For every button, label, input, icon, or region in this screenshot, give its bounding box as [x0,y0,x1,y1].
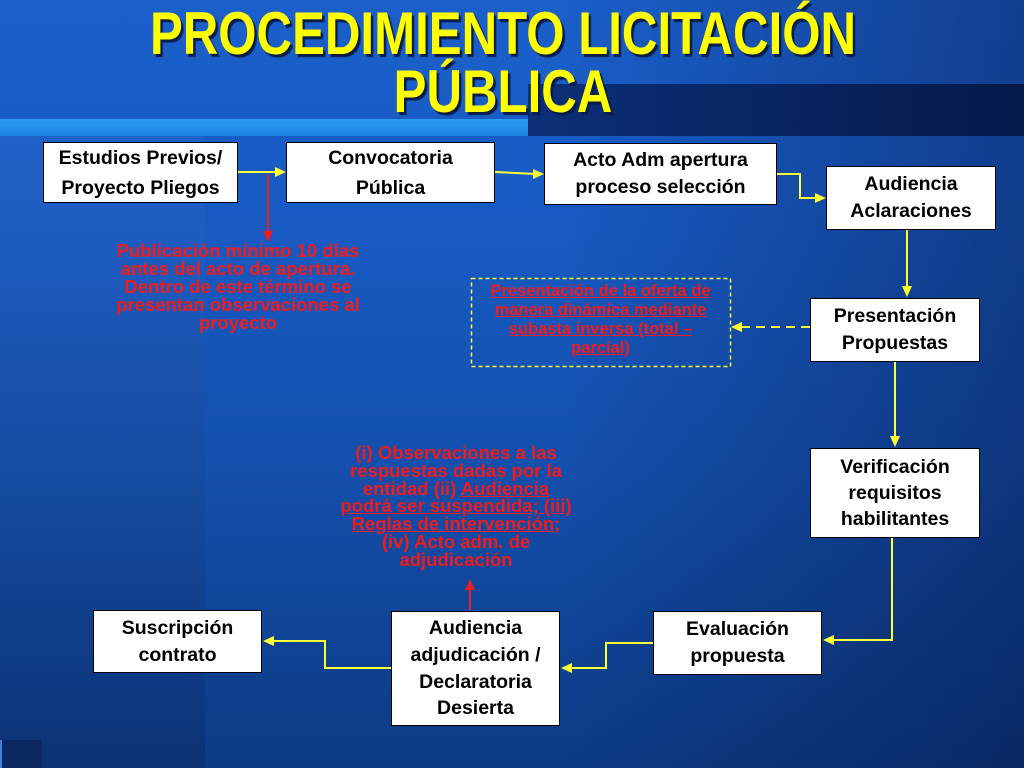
note-line: podrá ser suspendida; (iii) [316,495,596,517]
note-line: Dentro de este término se [124,276,352,297]
step-estudios-previos: Estudios Previos/ Proyecto Pliegos [43,142,238,203]
arrow-line [494,171,537,175]
slide-title-line: PROCEDIMIENTO LICITACIÓN [149,0,857,67]
step-convocatoria-publica: Convocatoria Pública [286,142,495,203]
step-label-line: Declaratoria [419,670,532,693]
step-label-line: adjudicación / [410,643,541,666]
note-subasta-frame [470,277,732,368]
note-line: Publicación mínimo 10 días [116,240,360,261]
note-line: presentan observaciones al [116,294,360,315]
step-audiencia-adjudicacion: Audiencia adjudicación / Declaratoria De… [391,611,560,726]
note-line: (i) Observaciones a las [316,442,596,463]
arrowhead [823,635,834,645]
note-line: entidad (ii) Audiencia [316,477,596,499]
note-text: (i) Observaciones a las [355,442,557,463]
step-acto-apertura: Acto Adm apertura proceso selección [544,143,777,205]
step-presentacion-propuestas: Presentación Propuestas [810,298,980,362]
arrowhead [533,169,544,179]
arrow-estudios-to-convocatoria [238,167,286,177]
arrow-presentacion-to-verificacion [890,362,900,447]
arrowhead [815,193,826,203]
note-text-underlined: podrá ser suspendida; (iii) [340,495,572,517]
note-text: respuestas dadas por la [350,459,562,481]
step-label-line: proceso selección [575,176,746,198]
note-text: (iv) Acto adm. de [381,530,531,552]
step-verificacion-requisitos: Verificación requisitos habilitantes [810,448,980,538]
arrow-adjudicacion-to-suscripcion [263,636,391,669]
step-evaluacion-propuesta: Evaluación propuesta [653,611,822,675]
note-line: proyecto [198,312,278,333]
step-label-line: contrato [138,643,217,666]
step-label-line: Audiencia [428,617,523,640]
note-text-underlined: Audiencia [460,477,550,499]
note-text-underlined: Reglas de intervención; [351,513,561,535]
note-line: respuestas dadas por la [316,459,596,481]
arrow-acto-to-audiencia [777,173,826,203]
arrowhead [263,636,274,646]
step-suscripcion-contrato: Suscripción contrato [93,610,262,673]
step-label-line: Acto Adm apertura [573,149,748,171]
note-line: antes del acto de apertura. [120,258,356,279]
arrow-line [777,173,818,199]
slide-title-line: PÚBLICA [393,58,613,125]
note-audiencia-adjudicacion: (i) Observaciones a las respuestas dadas… [316,442,596,570]
arrowhead [731,322,742,332]
step-label-line: Presentación [833,305,957,327]
step-label-line: requisitos [848,482,942,504]
step-label-line: Aclaraciones [850,200,972,222]
note-text: entidad (ii) [362,477,457,499]
step-label-line: Estudios Previos/ [58,146,223,169]
arrowhead [275,167,286,177]
step-label-line: propuesta [690,645,785,667]
arrow-line [831,538,893,641]
step-label-line: Suscripción [121,616,234,639]
arrowhead [263,231,273,242]
arrow-audiencia-to-presentacion [902,230,912,297]
step-label-line: Pública [355,176,426,199]
arrow-evaluacion-to-adjudicacion [561,642,653,673]
arrowhead [902,286,912,297]
note-line: Reglas de intervención; [316,513,596,535]
arrow-line [569,642,653,669]
arrow-verificacion-to-evaluacion [823,538,893,645]
step-label-line: Proyecto Pliegos [61,176,220,199]
header-accent-bar [0,119,528,136]
note-line: (iv) Acto adm. de [316,530,596,552]
slide-title: PROCEDIMIENTO LICITACIÓN PÚBLICA [91,0,916,125]
note-subasta-inversa: Presentación de la oferta de manera diná… [471,282,730,358]
step-label-line: Evaluación [686,618,789,640]
arrow-adjudicacion-note [465,579,475,610]
note-line: parcial) [571,339,630,357]
arrowhead [465,579,475,590]
corner-decoration [0,740,42,768]
note-line: Presentación de la oferta de [490,282,711,300]
note-line: manera dinámica mediante [494,301,707,319]
step-label-line: Audiencia [864,173,958,195]
arrow-presentacion-to-subasta-note [731,322,810,332]
arrow-line [271,640,391,669]
note-line: subasta inversa (total – [508,320,693,338]
arrow-convocatoria-to-acto [494,169,544,179]
arrowhead [890,436,900,447]
note-publicacion-pliegos: Publicación mínimo 10 días antes del act… [98,240,378,333]
step-label-line: habilitantes [840,508,950,530]
step-label-line: Desierta [437,697,514,720]
note-line: adjudicación [316,548,596,570]
step-audiencia-aclaraciones: Audiencia Aclaraciones [826,166,996,230]
step-label-line: Propuestas [841,332,949,354]
header-dark-band [528,84,1024,136]
step-label-line: Verificación [840,456,950,478]
arrow-publicacion-note [263,174,273,242]
arrowhead [561,663,572,673]
note-text: adjudicación [399,548,513,570]
step-label-line: Convocatoria [328,146,453,169]
